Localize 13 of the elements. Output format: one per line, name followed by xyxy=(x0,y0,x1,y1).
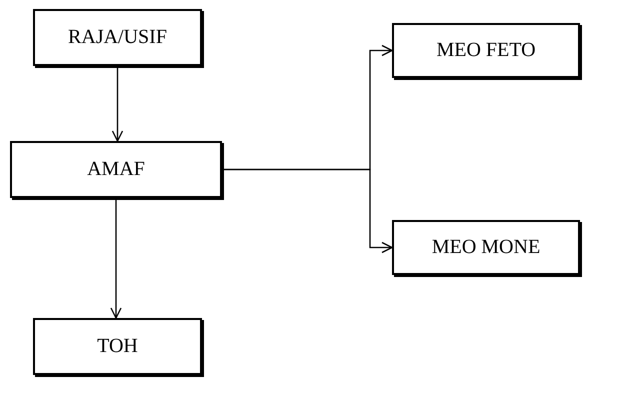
process-box xyxy=(33,9,202,66)
arrow xyxy=(222,168,393,254)
arrow xyxy=(112,66,124,142)
box-label: MEO FETO xyxy=(436,39,536,62)
process-box xyxy=(392,220,580,275)
box-label: MEO MONE xyxy=(432,236,540,259)
box-label: AMAF xyxy=(87,158,145,181)
process-box xyxy=(33,318,202,375)
box-label: RAJA/USIF xyxy=(68,26,167,49)
process-box xyxy=(392,23,580,78)
process-box xyxy=(10,141,222,198)
box-label: TOH xyxy=(97,335,138,358)
arrow xyxy=(110,198,122,319)
